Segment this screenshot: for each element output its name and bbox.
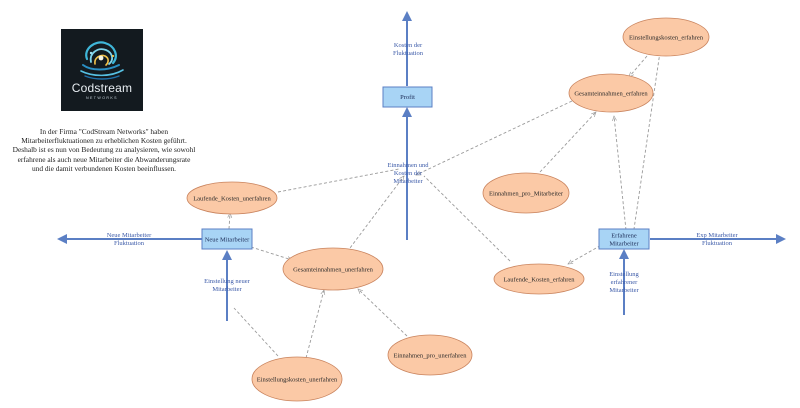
variable-laufende-kosten-erfahren-label: Laufende_Kosten_erfahren [503,277,575,284]
link-einst-unerfahren-to-ges [305,290,324,359]
variable-einnahmen-pro-unerfahren[interactable]: Einnahmen_pro_unerfahren [387,334,473,376]
stock-erfahrene-mitarbeiter[interactable]: Erfahrene Mitarbeiter [598,228,650,250]
variable-gesamteinnahmen-erfahren-label: Gesamteinnahmen_erfahren [574,91,648,98]
variable-einstellungskosten-erfahren[interactable]: Einstellungskosten_erfahren [622,17,710,57]
stock-neue-mitarbeiter[interactable]: Neue Mitarbeiter [201,228,253,250]
flow-einstellung-neuer-label-2: Mitarbeiter [212,286,242,293]
link-einst-erfahren-to-erfahrene [633,51,661,230]
link-einnahmen-pro-unerfahren-to-ges [358,289,408,337]
link-lk-erfahren-to-einnahmen [423,175,511,262]
link-neue-to-ges-unerfahren [250,246,292,260]
description-text: In der Firma "CodStream Networks" haben … [12,127,196,173]
flow-exp-fluktuation-label-1: Exp Mitarbeiter [696,232,738,239]
flow-einnahmen-label-3: Mitarbeiter [393,178,423,185]
variable-einnahmen-pro-mitarbeiter-label: Einnahmen_pro_Mitarbeiter [489,191,564,198]
stock-erfahrene-label-1: Erfahrene [611,233,637,240]
logo-subtitle: NETWORKS [86,96,118,100]
variable-einnahmen-pro-mitarbeiter[interactable]: Einnahmen_pro_Mitarbeiter [482,172,570,214]
link-einst-erfahren-to-ges-erfahren [629,55,648,77]
link-einnahmen-pro-to-ges-erfahren [539,112,596,173]
codstream-logo: Codstream NETWORKS [61,29,143,111]
logo-swirl-icon [80,41,124,80]
flow-kosten-fluktuation-label-2: Fluktuation [393,50,424,57]
link-lk-unerfahren-to-einnahmen [277,168,400,193]
stock-profit-label: Profit [400,94,415,101]
flow-exp-fluktuation-label-2: Fluktuation [702,240,733,247]
link-ges-erfahren-to-einnahmen [416,100,573,176]
variable-einstellungskosten-unerfahren[interactable]: Einstellungskosten_unerfahren [251,356,343,402]
flow-einstellung-erfahrener-label-2: erfahrener [611,279,639,286]
flow-einstellung-neuer-label-1: Einstellung neuer [204,278,251,285]
stock-neue-mitarbeiter-label: Neue Mitarbeiter [205,237,250,244]
variable-gesamteinnahmen-unerfahren[interactable]: Gesamteinnahmen_unerfahren [282,247,384,291]
flow-einstellung-erfahrener-label-1: Einstellung [609,271,639,278]
flow-einnahmen-label-1: Einnahmen und [388,162,430,169]
variable-laufende-kosten-unerfahren[interactable]: Laufende_Kosten_unerfahren [186,181,278,215]
variable-einstellungskosten-unerfahren-label: Einstellungskosten_unerfahren [257,377,338,384]
link-neue-to-lk-unerfahren [229,213,230,230]
flow-einnahmen-label-2: Kosten der [394,170,423,177]
flows [57,11,786,321]
variable-gesamteinnahmen-erfahren[interactable]: Gesamteinnahmen_erfahren [568,73,654,113]
link-einst-unerfahren-to-einstellung [233,307,279,357]
flow-neue-fluktuation-label-1: Neue Mitarbeiter [107,232,152,239]
link-erfahrene-to-ges-erfahren [614,116,627,231]
link-ges-unerfahren-to-einnahmen [346,176,404,253]
variable-laufende-kosten-unerfahren-label: Laufende_Kosten_unerfahren [193,196,271,203]
flow-neue-fluktuation-label-2: Fluktuation [114,240,145,247]
information-links [229,51,661,359]
variable-gesamteinnahmen-unerfahren-label: Gesamteinnahmen_unerfahren [293,267,374,274]
stock-profit[interactable]: Profit [382,86,433,108]
variable-einnahmen-pro-unerfahren-label: Einnahmen_pro_unerfahren [394,353,468,360]
flow-einstellung-erfahrener-label-3: Mitarbeiter [609,287,639,294]
variable-laufende-kosten-erfahren[interactable]: Laufende_Kosten_erfahren [493,263,585,295]
logo-wordmark: Codstream [71,81,133,95]
variable-einstellungskosten-erfahren-label: Einstellungskosten_erfahren [629,35,704,42]
flow-kosten-fluktuation-label-1: Kosten der [394,42,423,49]
stock-erfahrene-label-2: Mitarbeiter [609,241,639,248]
